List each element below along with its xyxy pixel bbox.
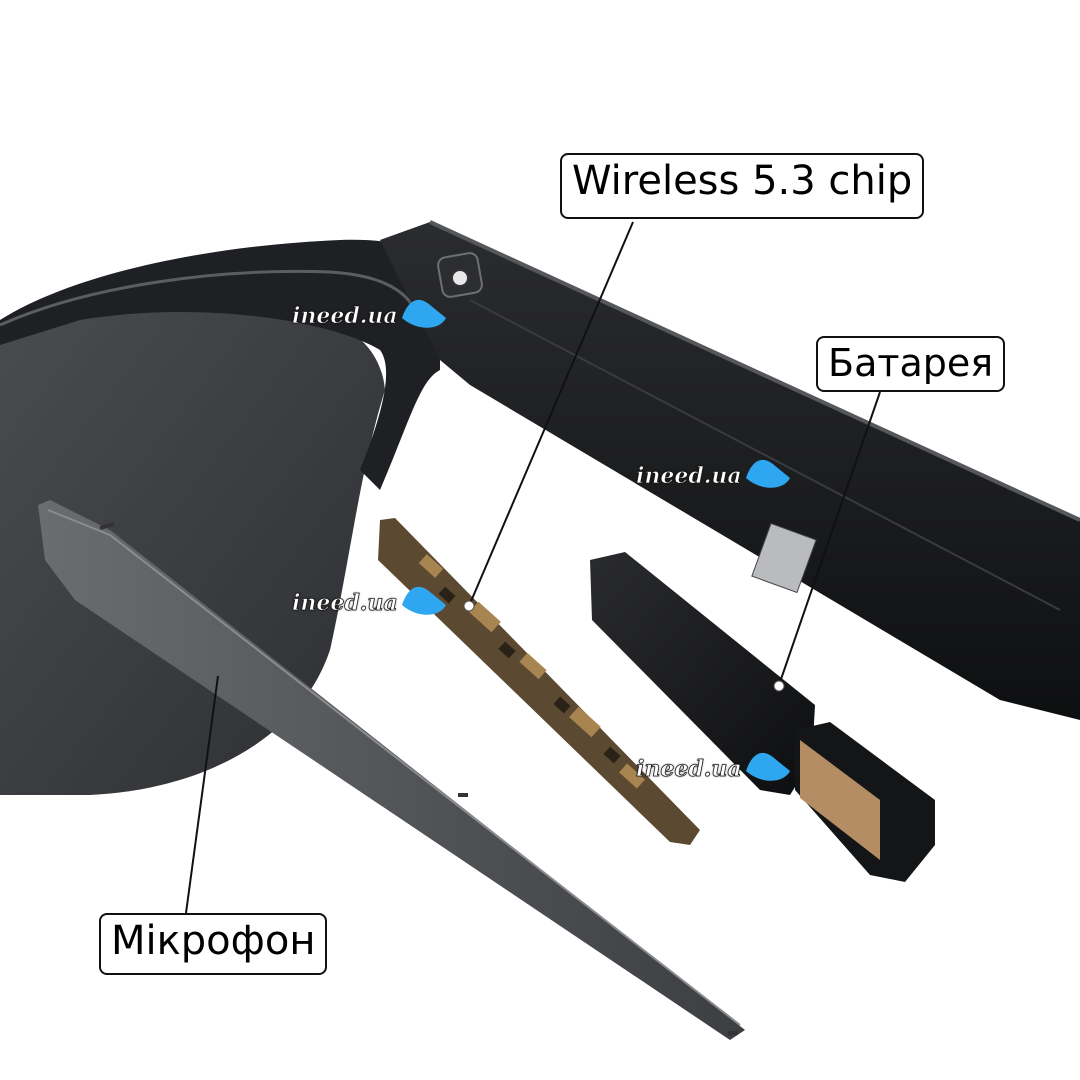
microphone-cover <box>38 500 745 1040</box>
callout-wireless-chip: Wireless 5.3 chip <box>560 153 925 219</box>
pcb-components <box>418 554 645 789</box>
watermark-text: ineed.ua <box>292 590 398 617</box>
battery-marker <box>773 680 785 692</box>
watermark-text: ineed.ua <box>636 756 742 783</box>
temple-arm <box>380 222 1080 720</box>
chip-marker <box>463 600 475 612</box>
lens <box>0 293 385 795</box>
callout-battery: Батарея <box>816 336 1006 392</box>
frame-brow <box>0 239 440 490</box>
callout-microphone: Мікрофон <box>99 913 328 975</box>
pcb-board <box>378 518 700 845</box>
battery-contact <box>800 740 880 860</box>
battery-block <box>590 552 815 795</box>
leader-lines <box>185 221 881 914</box>
usb-port <box>751 522 817 594</box>
watermark-text: ineed.ua <box>292 303 398 330</box>
watermark-text: ineed.ua <box>636 463 742 490</box>
watermark-logos <box>402 299 790 781</box>
